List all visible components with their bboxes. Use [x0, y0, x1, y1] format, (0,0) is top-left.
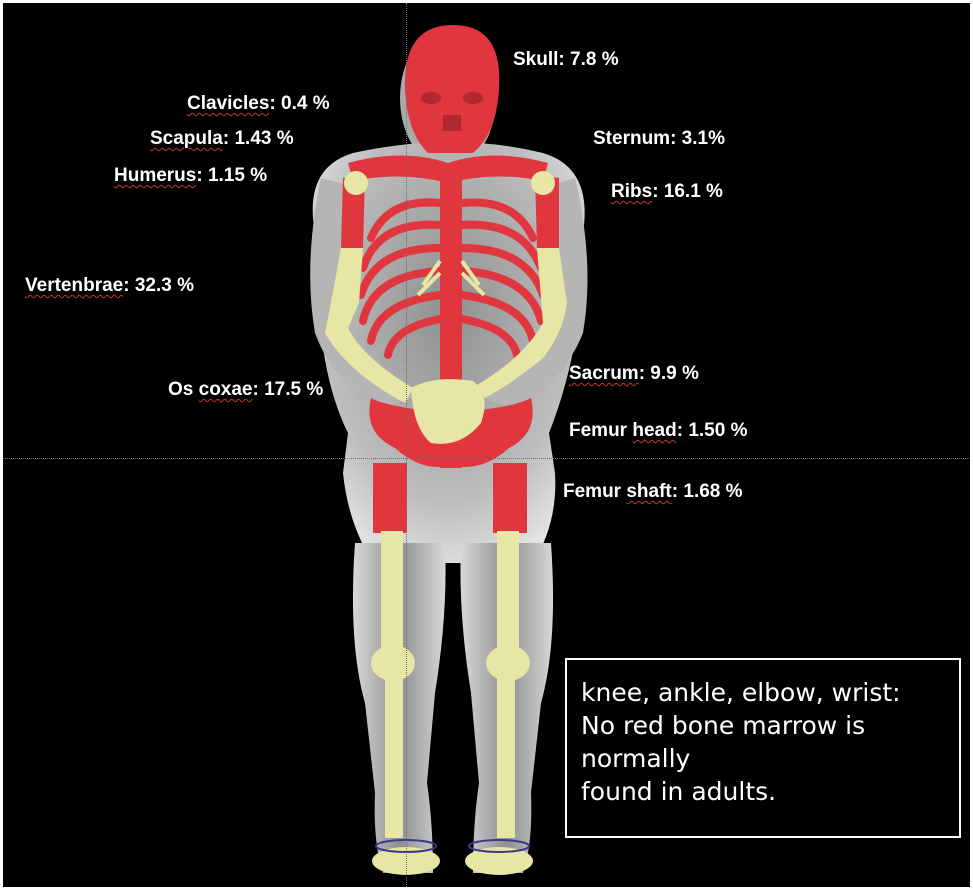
- note-line: normally: [581, 742, 949, 775]
- label-value: : 9.9 %: [639, 363, 699, 384]
- horizontal-guide-line: [3, 458, 970, 459]
- label-sternum: Sternum: 3.1%: [593, 128, 725, 150]
- label-value: : 7.8 %: [558, 49, 618, 70]
- label-value: : 17.5 %: [253, 379, 324, 400]
- label-name: Sacrum: [569, 363, 639, 384]
- label-vertebrae: Vertenbrae: 32.3 %: [25, 275, 194, 297]
- label-name: Humerus: [114, 165, 196, 186]
- note-line: knee, ankle, elbow, wrist:: [581, 676, 949, 709]
- note-line: No red bone marrow is: [581, 709, 949, 742]
- label-value: : 1.15 %: [196, 165, 267, 186]
- label-value: : 3.1%: [670, 128, 725, 149]
- label-name: Vertenbrae: [25, 275, 123, 296]
- label-humerus: Humerus: 1.15 %: [114, 165, 267, 187]
- label-prefix: Os: [168, 379, 199, 400]
- label-name: head: [632, 420, 676, 441]
- label-name: Sternum: [593, 128, 670, 149]
- label-femur-head: Femur head: 1.50 %: [569, 420, 747, 442]
- label-scapula: Scapula: 1.43 %: [150, 128, 294, 150]
- label-name: Ribs: [611, 181, 652, 202]
- label-os-coxae: Os coxae: 17.5 %: [168, 379, 323, 401]
- note-box: knee, ankle, elbow, wrist: No red bone m…: [565, 658, 961, 838]
- vertical-guide-line: [406, 3, 407, 887]
- note-line: found in adults.: [581, 775, 949, 808]
- label-femur-shaft: Femur shaft: 1.68 %: [563, 481, 743, 503]
- label-clavicles: Clavicles: 0.4 %: [187, 93, 330, 115]
- label-value: : 1.68 %: [672, 481, 743, 502]
- label-value: : 32.3 %: [123, 275, 194, 296]
- label-value: : 16.1 %: [652, 181, 723, 202]
- label-name: Skull: [513, 49, 558, 70]
- label-ribs: Ribs: 16.1 %: [611, 181, 723, 203]
- label-prefix: Femur: [569, 420, 632, 441]
- label-skull: Skull: 7.8 %: [513, 49, 619, 71]
- label-prefix: Femur: [563, 481, 626, 502]
- label-name: Scapula: [150, 128, 223, 149]
- label-name: shaft: [626, 481, 671, 502]
- label-name: Clavicles: [187, 93, 269, 114]
- label-value: : 0.4 %: [269, 93, 329, 114]
- label-name: coxae: [199, 379, 253, 400]
- figure-canvas: Skull: 7.8 % Clavicles: 0.4 % Scapula: 1…: [3, 3, 970, 887]
- label-value: : 1.43 %: [223, 128, 294, 149]
- label-sacrum: Sacrum: 9.9 %: [569, 363, 699, 385]
- label-value: : 1.50 %: [677, 420, 748, 441]
